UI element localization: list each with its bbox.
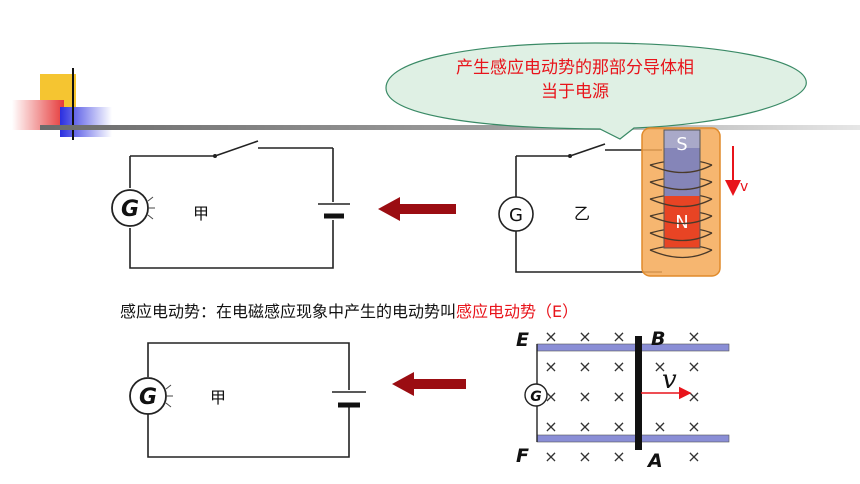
callout-line-1: 产生感应电动势的那部分导体相 — [456, 58, 694, 78]
field-cross-mark: × — [687, 357, 700, 376]
field-cross-mark: × — [612, 357, 625, 376]
magnet-pole-s: S — [676, 134, 687, 155]
field-cross-mark: × — [612, 327, 625, 346]
field-cross-mark: × — [612, 417, 625, 436]
galvanometer-label: G — [530, 389, 542, 405]
sliding-rod — [635, 336, 642, 450]
field-cross-mark: × — [612, 447, 625, 466]
definition-term: 感应电动势（E） — [456, 302, 579, 321]
velocity-label-bottom: v — [662, 365, 677, 395]
battery-bottom — [332, 391, 366, 408]
switch-pivot-right — [568, 154, 572, 158]
definition-prefix: 感应电动势：在电磁感应现象中产生的电动势叫 — [120, 302, 457, 321]
field-cross-mark: × — [653, 357, 666, 376]
battery-top — [318, 203, 350, 219]
field-cross-mark: × — [544, 447, 557, 466]
top-left-circuit — [129, 140, 334, 269]
field-cross-mark: × — [578, 447, 591, 466]
field-cross-mark: × — [578, 357, 591, 376]
circuit-label-jia-bottom: 甲 — [210, 388, 226, 407]
title-decoration — [12, 68, 860, 140]
galvanometer-label: G — [121, 197, 139, 222]
field-cross-mark: × — [687, 387, 700, 406]
magnet-pole-n: N — [675, 212, 688, 233]
field-cross-mark: × — [544, 387, 557, 406]
field-cross-mark: × — [578, 327, 591, 346]
field-cross-mark: × — [544, 357, 557, 376]
galvanometer-top-left: G — [111, 189, 155, 227]
circuit-label-yi: 乙 — [574, 204, 590, 223]
definition-sentence: 感应电动势：在电磁感应现象中产生的电动势叫感应电动势（E） — [120, 298, 578, 322]
rail-bottom — [536, 434, 730, 443]
field-cross-mark: × — [578, 417, 591, 436]
field-cross-mark: × — [612, 387, 625, 406]
field-cross-mark: × — [687, 327, 700, 346]
callout-bubble — [385, 42, 807, 140]
arrow-bottom — [392, 372, 466, 396]
point-label-b: B — [651, 328, 665, 350]
galvanometer-label: G — [509, 205, 523, 226]
magnetic-field-marks: × × × × × × × × × × × × × × × × × × × × × × — [544, 327, 700, 466]
galvanometer-rails: G — [524, 383, 548, 407]
arrow-top — [378, 197, 456, 221]
galvanometer-top-right: G — [498, 196, 534, 232]
point-label-f: F — [516, 445, 529, 467]
callout-text: 产生感应电动势的那部分导体相 当于电源 — [395, 56, 755, 104]
velocity-label-top: v — [740, 179, 748, 195]
switch-pivot — [213, 154, 217, 158]
galvanometer-bottom-left: G — [129, 377, 173, 415]
circuit-label-jia-top: 甲 — [193, 204, 209, 223]
point-label-e: E — [516, 329, 529, 351]
field-cross-mark: × — [653, 417, 666, 436]
field-cross-mark: × — [544, 417, 557, 436]
field-cross-mark: × — [544, 327, 557, 346]
field-cross-mark: × — [687, 447, 700, 466]
coil-front — [649, 164, 713, 259]
bottom-left-circuit — [147, 342, 350, 458]
galvanometer-label: G — [139, 385, 157, 410]
field-cross-mark: × — [578, 387, 591, 406]
field-cross-mark: × — [687, 417, 700, 436]
callout-line-2: 当于电源 — [541, 82, 609, 102]
point-label-a: A — [646, 450, 663, 472]
